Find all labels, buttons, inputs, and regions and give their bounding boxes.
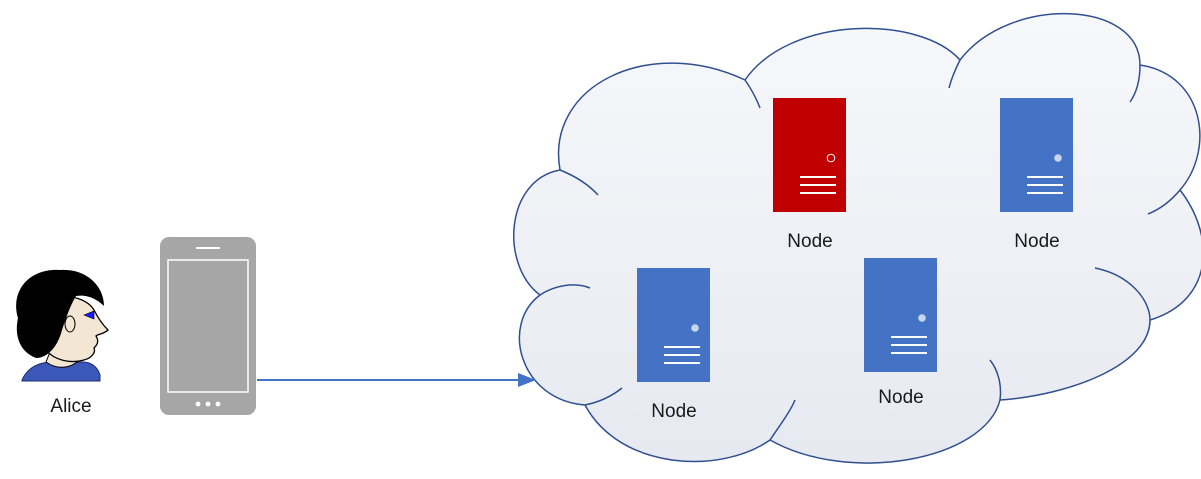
person-icon bbox=[16, 269, 109, 382]
server-icon bbox=[773, 98, 846, 212]
user-name-label: Alice bbox=[50, 396, 91, 417]
server-icon bbox=[1000, 98, 1073, 212]
cloud-icon bbox=[513, 12, 1201, 464]
smartphone-icon bbox=[160, 237, 256, 415]
server-icon bbox=[864, 258, 937, 372]
node-label: Node bbox=[787, 231, 832, 252]
node-label: Node bbox=[1014, 231, 1059, 252]
server-icon bbox=[637, 268, 710, 382]
arrow-icon bbox=[257, 373, 536, 387]
node-label: Node bbox=[878, 387, 923, 408]
node-label: Node bbox=[651, 401, 696, 422]
